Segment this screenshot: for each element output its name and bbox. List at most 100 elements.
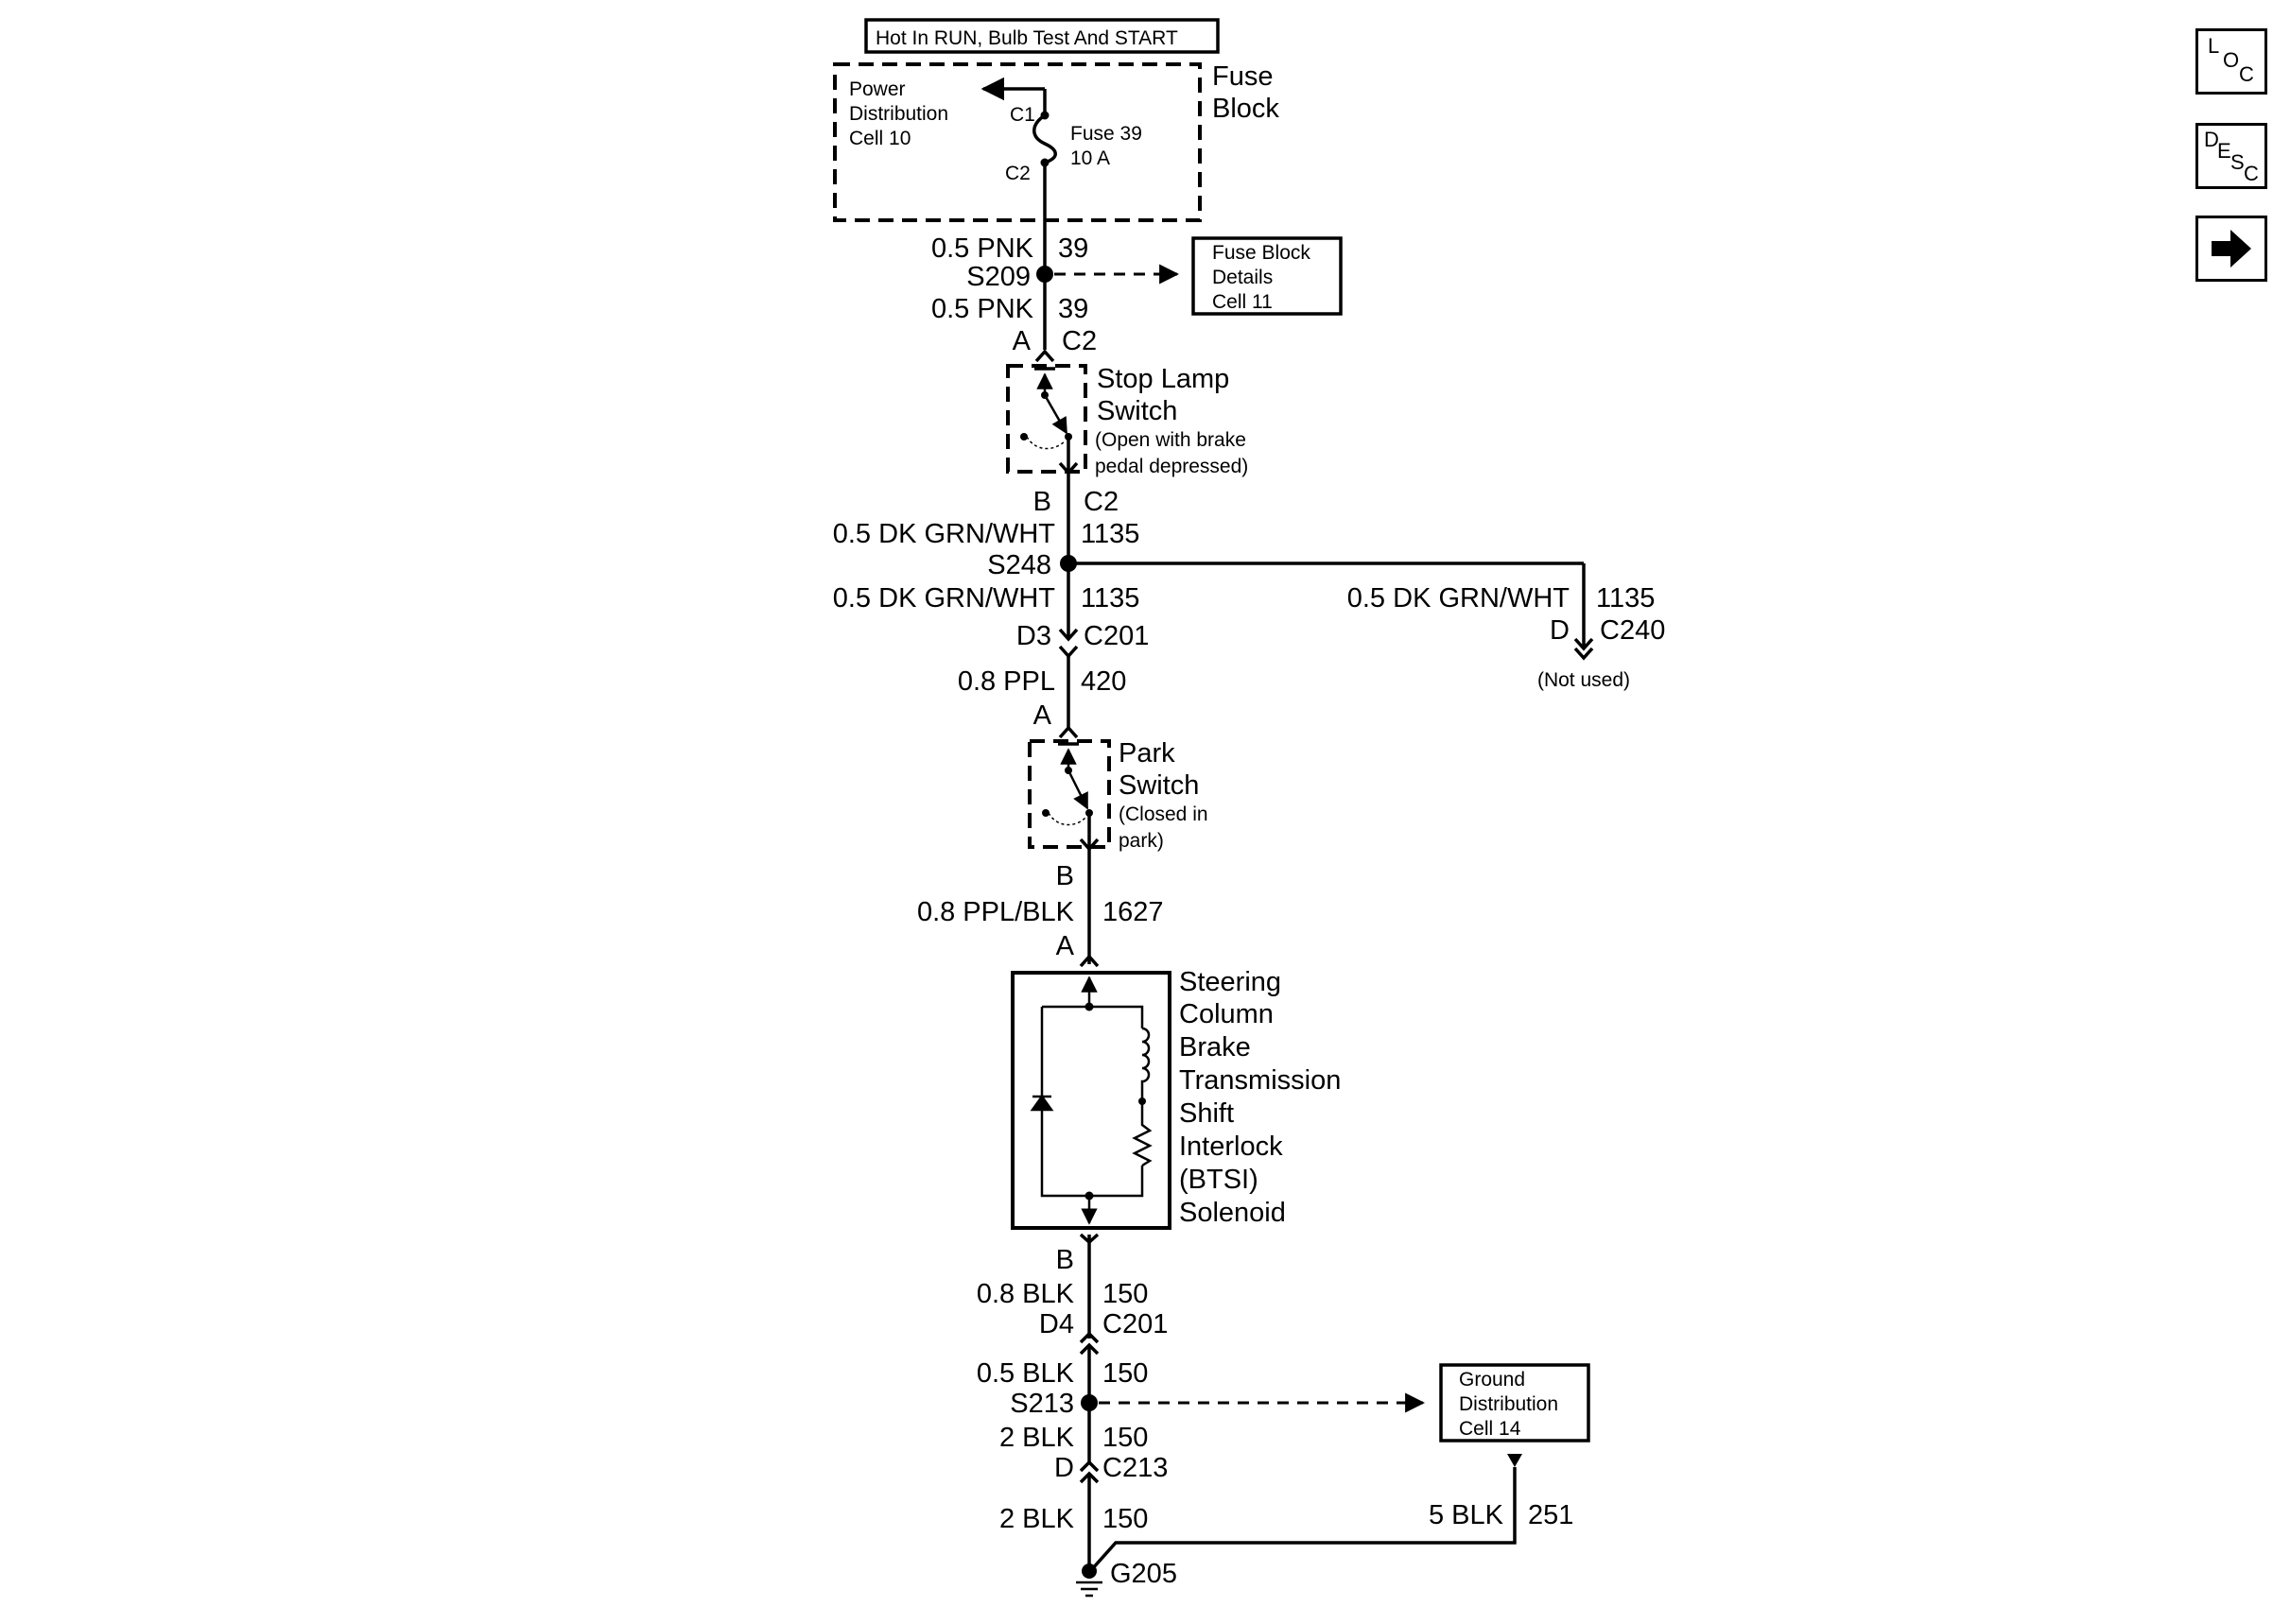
wire-39-number-upper: 39: [1058, 233, 1088, 264]
wire-1627-number: 1627: [1102, 897, 1164, 927]
fuse-39-element: [1032, 113, 1057, 164]
wire-150-color-d: 2 BLK: [999, 1504, 1075, 1534]
branch-wire-number: 1135: [1596, 583, 1655, 613]
c240-label: C240: [1600, 615, 1665, 646]
power-distribution-label-2: Distribution: [849, 103, 948, 125]
c240-pin: D: [1550, 615, 1570, 646]
c213-label: C213: [1102, 1453, 1168, 1483]
solenoid-title-2: Column: [1179, 999, 1274, 1029]
wire-39-color-upper: 0.5 PNK: [931, 233, 1034, 264]
connector-c240: [1573, 637, 1594, 661]
wire-150-number-b: 150: [1102, 1358, 1148, 1389]
right-arrow-icon: [2212, 230, 2251, 268]
loc-button-c: C: [2239, 62, 2254, 86]
solenoid-title-6: Interlock: [1179, 1132, 1283, 1162]
splice-s248-label: S248: [987, 550, 1051, 580]
stop-switch-pin-b: B: [1033, 487, 1051, 517]
park-switch-blade: [1067, 769, 1089, 810]
wire-150-number-a: 150: [1102, 1279, 1148, 1309]
wire-1135-color-lower: 0.5 DK GRN/WHT: [833, 583, 1056, 613]
solenoid-title: Steering: [1179, 967, 1281, 997]
fuse-c2-label: C2: [1005, 163, 1031, 184]
park-switch-pin-a: A: [1033, 700, 1052, 731]
wire-1135-color-upper: 0.5 DK GRN/WHT: [833, 519, 1056, 549]
solenoid-title-3: Brake: [1179, 1032, 1251, 1063]
wire-1135-number-lower: 1135: [1081, 583, 1139, 613]
wire-1135-number-upper: 1135: [1081, 519, 1139, 549]
power-distribution-label: Power: [849, 78, 906, 100]
stop-switch-dotted-link: [1026, 436, 1067, 450]
stop-lamp-switch-note: (Open with brake: [1095, 429, 1246, 451]
c201-pin-d4: D4: [1039, 1309, 1074, 1339]
wire-251: [1090, 1467, 1517, 1571]
park-switch-title: Park: [1119, 738, 1175, 769]
stop-switch-conn-top: C2: [1062, 326, 1097, 356]
fuse-block-details-box[interactable]: [1191, 236, 1343, 316]
connector-park-top: [1058, 725, 1079, 739]
park-switch-note-2: park): [1119, 830, 1164, 852]
desc-button-c: C: [2244, 162, 2259, 185]
solenoid-title-5: Shift: [1179, 1098, 1234, 1129]
loc-button-o: O: [2223, 48, 2240, 72]
connector-solenoid-top: [1079, 954, 1100, 968]
solenoid-pin-a: A: [1056, 931, 1075, 961]
ground-distribution-label-3: Cell 14: [1459, 1418, 1521, 1440]
stop-lamp-switch-title-2: Switch: [1097, 396, 1177, 426]
solenoid-resistor: [1132, 1101, 1153, 1167]
desc-button-s: S: [2230, 150, 2245, 174]
solenoid-title-8: Solenoid: [1179, 1198, 1286, 1228]
splice-s213-label: S213: [1010, 1389, 1074, 1419]
wire-150-number-c: 150: [1102, 1423, 1148, 1453]
wire-150-color-c: 2 BLK: [999, 1423, 1075, 1453]
stop-switch-blade: [1043, 394, 1068, 435]
fuse-block-details-label: Fuse Block: [1212, 242, 1310, 264]
wire-150-color-a: 0.8 BLK: [977, 1279, 1075, 1309]
c240-not-used: (Not used): [1537, 669, 1630, 691]
park-switch-note: (Closed in: [1119, 803, 1208, 825]
desc-button[interactable]: D E S C: [2195, 123, 2267, 189]
solenoid-title-7: (BTSI): [1179, 1165, 1258, 1195]
wire-150-number-d: 150: [1102, 1504, 1148, 1534]
power-distribution-label-3: Cell 10: [849, 128, 911, 149]
wire-420-number: 420: [1081, 666, 1126, 697]
fuse-block-details-label-3: Cell 11: [1212, 291, 1273, 313]
ground-251-arrow: [1507, 1454, 1522, 1467]
stop-switch-conn-bottom: C2: [1084, 487, 1119, 517]
solenoid-title-4: Transmission: [1179, 1065, 1341, 1096]
ground-distribution-label-2: Distribution: [1459, 1393, 1558, 1415]
park-switch-title-2: Switch: [1119, 770, 1199, 801]
connector-c2-top: [1034, 349, 1055, 363]
next-button[interactable]: [2195, 216, 2267, 282]
c201-conn-lower: C201: [1102, 1309, 1168, 1339]
park-switch-contact-open: [1042, 809, 1050, 817]
fuse-block-details-label-2: Details: [1212, 267, 1273, 288]
wire-39-number-lower: 39: [1058, 294, 1088, 324]
power-mode-label-box: [864, 18, 1220, 54]
power-mode-label: Hot In RUN, Bulb Test And START: [876, 27, 1178, 49]
wire-1627-color: 0.8 PPL/BLK: [917, 897, 1075, 927]
ground-distribution-box[interactable]: [1439, 1363, 1590, 1443]
wire-39-color-lower: 0.5 PNK: [931, 294, 1034, 324]
splice-s209: [1036, 266, 1053, 283]
solenoid-inner-circuit: [1040, 1005, 1144, 1198]
ground-g205-label: G205: [1110, 1559, 1177, 1589]
ground-distribution-label: Ground: [1459, 1369, 1525, 1391]
stop-switch-pin-a: A: [1013, 326, 1032, 356]
desc-button-e: E: [2217, 139, 2231, 163]
solenoid-diode: [1030, 1094, 1054, 1112]
stop-lamp-switch-outline: [1006, 364, 1087, 474]
btsi-solenoid-outline: [1011, 971, 1171, 1230]
loc-button[interactable]: L O C: [2195, 28, 2267, 95]
fuse-block-title: Fuse: [1212, 61, 1273, 92]
wire-251-number: 251: [1528, 1500, 1573, 1530]
solenoid-coil: [1140, 1027, 1151, 1101]
wire-251-color: 5 BLK: [1429, 1500, 1504, 1530]
stop-lamp-switch-note-2: pedal depressed): [1095, 456, 1248, 477]
desc-button-d: D: [2204, 128, 2219, 151]
fuse-39-label: Fuse 39: [1070, 123, 1142, 145]
solenoid-pin-b: B: [1056, 1245, 1074, 1275]
ground-symbol: [1076, 1581, 1102, 1598]
fuse-c1-label: C1: [1010, 104, 1035, 126]
fuse-rating-label: 10 A: [1070, 147, 1110, 169]
